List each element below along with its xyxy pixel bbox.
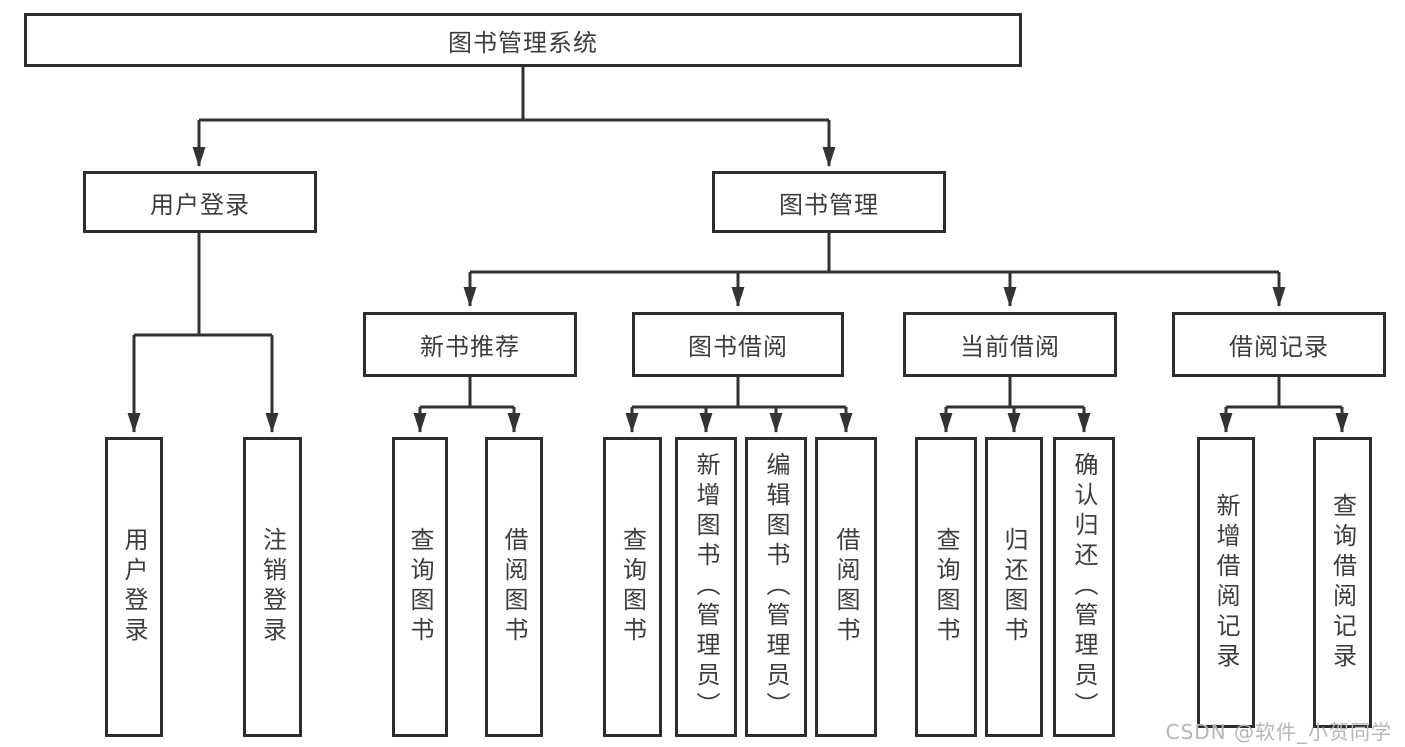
leaf-bb-borrow-books: 借阅图书 — [815, 437, 877, 737]
node-user-login: 用户登录 — [83, 171, 317, 233]
leaf-user-login: 用户登录 — [105, 437, 163, 737]
leaf-bb-edit-books-admin: 编辑图书（管理员） — [745, 437, 807, 737]
leaf-br-add-record: 新增借阅记录 — [1197, 437, 1255, 728]
leaf-rec-borrow-books-label: 借阅图书 — [500, 527, 528, 647]
leaf-bb-borrow-books-label: 借阅图书 — [832, 527, 860, 647]
leaf-cb-return-books-label: 归还图书 — [1000, 527, 1028, 647]
leaf-cb-query-books: 查询图书 — [915, 437, 977, 737]
node-book-management: 图书管理 — [712, 171, 946, 233]
leaf-bb-add-books-admin-label: 新增图书（管理员） — [692, 452, 720, 722]
connector-root-stem — [199, 67, 829, 122]
node-borrow-records: 借阅记录 — [1172, 312, 1386, 377]
connector-book-borrow-split — [632, 377, 846, 409]
connector-user-login-split — [134, 233, 272, 337]
leaf-br-add-record-label: 新增借阅记录 — [1212, 492, 1240, 673]
leaf-br-query-record: 查询借阅记录 — [1313, 437, 1372, 728]
leaf-logout: 注销登录 — [243, 437, 302, 737]
watermark-text: CSDN @软件_小贺同学 — [1165, 720, 1392, 744]
leaf-cb-confirm-return-admin: 确认归还（管理员） — [1053, 437, 1115, 737]
leaf-cb-query-books-label: 查询图书 — [932, 527, 960, 647]
leaf-cb-confirm-return-admin-label: 确认归还（管理员） — [1070, 452, 1098, 722]
leaf-bb-edit-books-admin-label: 编辑图书（管理员） — [762, 452, 790, 722]
leaf-cb-return-books: 归还图书 — [985, 437, 1043, 737]
connector-new-book-recommend-split — [420, 377, 514, 409]
node-current-borrow: 当前借阅 — [903, 312, 1117, 377]
leaf-bb-query-books: 查询图书 — [603, 437, 662, 737]
connector-current-borrow-split — [946, 377, 1084, 409]
leaf-bb-add-books-admin: 新增图书（管理员） — [675, 437, 737, 737]
node-root: 图书管理系统 — [24, 13, 1022, 67]
leaf-rec-borrow-books: 借阅图书 — [485, 437, 543, 737]
connector-book-management-split — [470, 233, 1279, 274]
leaf-rec-query-books: 查询图书 — [392, 437, 448, 737]
leaf-br-query-record-label: 查询借阅记录 — [1328, 492, 1357, 673]
node-book-borrow: 图书借阅 — [632, 312, 844, 377]
leaf-logout-label: 注销登录 — [258, 527, 287, 647]
leaf-user-login-label: 用户登录 — [120, 527, 148, 647]
leaf-bb-query-books-label: 查询图书 — [618, 527, 647, 647]
leaf-rec-query-books-label: 查询图书 — [406, 527, 434, 647]
connector-borrow-records-split — [1226, 377, 1342, 409]
node-new-book-recommend: 新书推荐 — [363, 312, 577, 377]
